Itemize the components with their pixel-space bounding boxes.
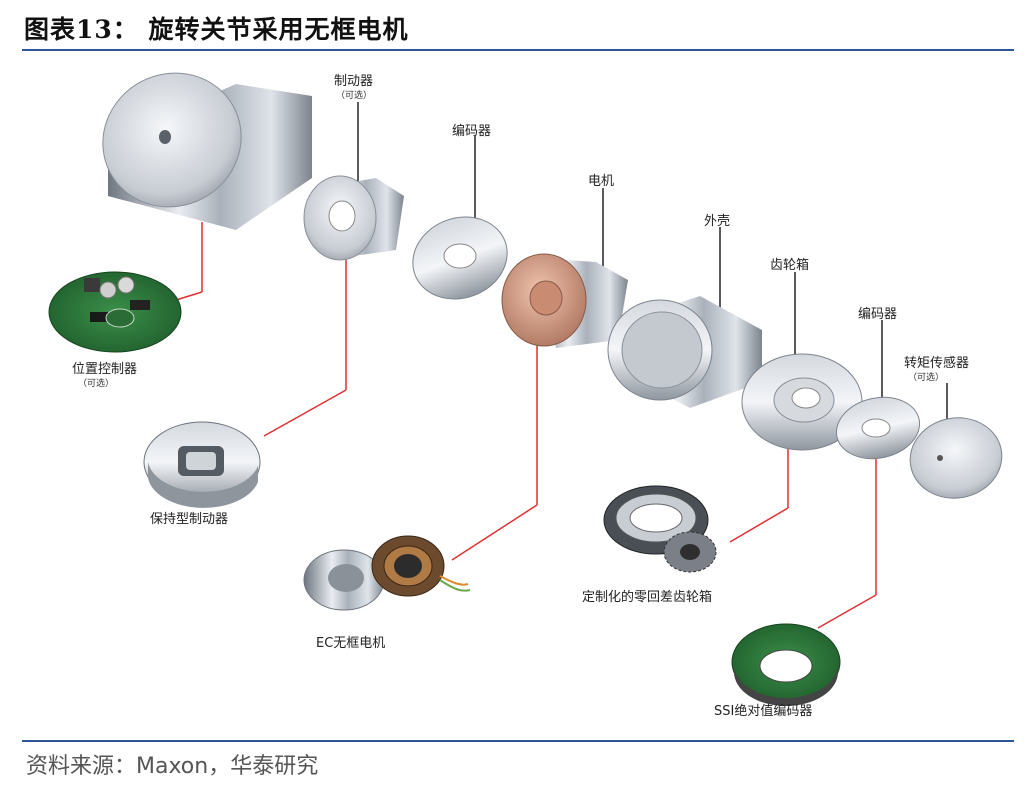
label-motor: 电机 [588,174,615,189]
label-brake-optional: （可选） [336,91,373,101]
housing-ring [607,296,762,408]
encoder-disc-right [835,396,921,460]
label-encoder-right: 编码器 [858,307,898,322]
figure-title: 图表13： 旋转关节采用无框电机 [24,15,409,44]
label-gearbox: 齿轮箱 [770,258,810,273]
label-position-controller: 位置控制器 [72,362,138,377]
end-cap-cylinder [102,72,312,230]
label-position-optional: （可选） [78,379,115,389]
holding-brake-part [143,421,261,508]
source-note: 资料来源：Maxon，华泰研究 [26,754,319,779]
leader-lines [175,102,948,629]
torque-sensor-disc [909,417,1003,499]
label-ssi-encoder: SSI绝对值编码器 [714,704,813,719]
label-holding-brake: 保持型制动器 [150,512,229,527]
top-divider [22,49,1014,51]
label-custom-gearbox: 定制化的零回差齿轮箱 [582,590,713,605]
frameless-motor [501,253,628,348]
bottom-divider [22,740,1014,742]
label-housing: 外壳 [704,214,731,229]
ec-frameless-motor-part [303,535,471,611]
label-ec-motor: EC无框电机 [316,636,386,651]
label-torque-optional: （可选） [908,373,945,383]
brake-disc [303,175,404,261]
label-torque-sensor: 转矩传感器 [904,356,970,371]
encoder-disc-top [412,216,508,300]
gearbox-flange [741,353,863,451]
label-brake: 制动器 [334,74,374,89]
label-encoder-top: 编码器 [452,124,492,139]
ssi-absolute-encoder-part [731,623,841,706]
zero-backlash-gearbox-part [603,485,717,573]
position-controller-board [48,271,182,353]
